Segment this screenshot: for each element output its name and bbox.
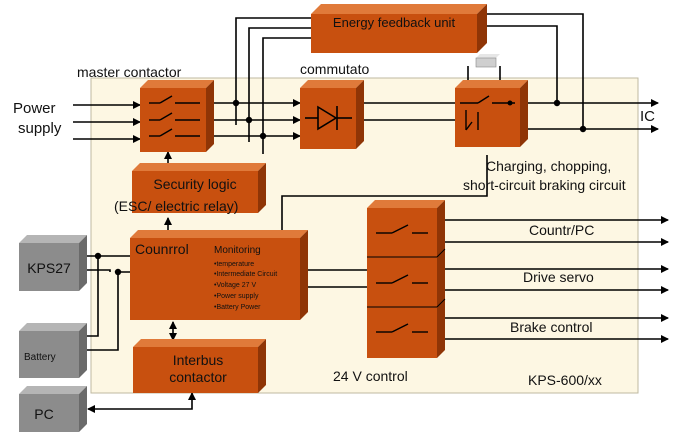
ic-label: IC	[640, 108, 655, 125]
drive-servo-label: Drive servo	[523, 269, 594, 285]
kps-600-label: KPS-600/xx	[528, 372, 602, 388]
monitoring-item: •Voltage 27 V	[214, 282, 256, 289]
brake-control-label: Brake control	[510, 319, 592, 335]
charging-circuit-box	[455, 80, 528, 147]
charging-label-1: Charging, chopping,	[486, 158, 611, 174]
battery-box: Battery	[19, 323, 87, 378]
master-contactor-label: master contactor	[77, 64, 182, 80]
pc-label: PC	[34, 406, 53, 422]
kps27-label: KPS27	[27, 260, 71, 276]
monitoring-title: Monitoring	[214, 245, 261, 256]
power-supply-label-2: supply	[18, 120, 62, 137]
charging-label-2: short-circuit braking circuit	[463, 177, 626, 193]
countr-pc-label: Countr/PC	[529, 222, 594, 238]
master-contactor-box	[140, 80, 214, 152]
power-supply-label-1: Power	[13, 100, 56, 117]
energy-feedback-label: Energy feedback unit	[333, 15, 456, 30]
monitoring-item: •Intermediate Circuit	[214, 271, 277, 278]
kps27-box: KPS27	[19, 235, 87, 291]
commutator-box	[300, 80, 364, 149]
control-24v-label: 24 V control	[333, 368, 408, 384]
monitoring-item: •temperature	[214, 261, 254, 268]
battery-label: Battery	[24, 352, 56, 363]
relay-24v-stack	[367, 200, 446, 358]
commutator-label: commutato	[300, 61, 369, 77]
control-title: Counrrol	[135, 241, 189, 257]
security-logic-label-2: (ESC/ electric relay)	[114, 198, 238, 214]
interbus-label-2: contactor	[169, 369, 227, 385]
control-monitoring-box: Counrrol Monitoring •temperature •Interm…	[130, 230, 308, 320]
interbus-contactor-box: Interbus contactor	[133, 339, 266, 393]
security-logic-label-1: Security logic	[153, 176, 236, 192]
junction-dots	[94, 99, 587, 276]
security-logic-box: Security logic	[132, 163, 266, 213]
monitoring-item: •Battery Power	[214, 304, 261, 311]
monitoring-item: •Power supply	[214, 293, 259, 300]
pc-box: PC	[19, 386, 87, 432]
wiring	[73, 13, 669, 413]
interbus-label-1: Interbus	[173, 352, 224, 368]
fuse-icon	[475, 54, 500, 68]
diode-icon	[305, 105, 352, 131]
energy-feedback-unit-box: Energy feedback unit	[311, 4, 487, 53]
